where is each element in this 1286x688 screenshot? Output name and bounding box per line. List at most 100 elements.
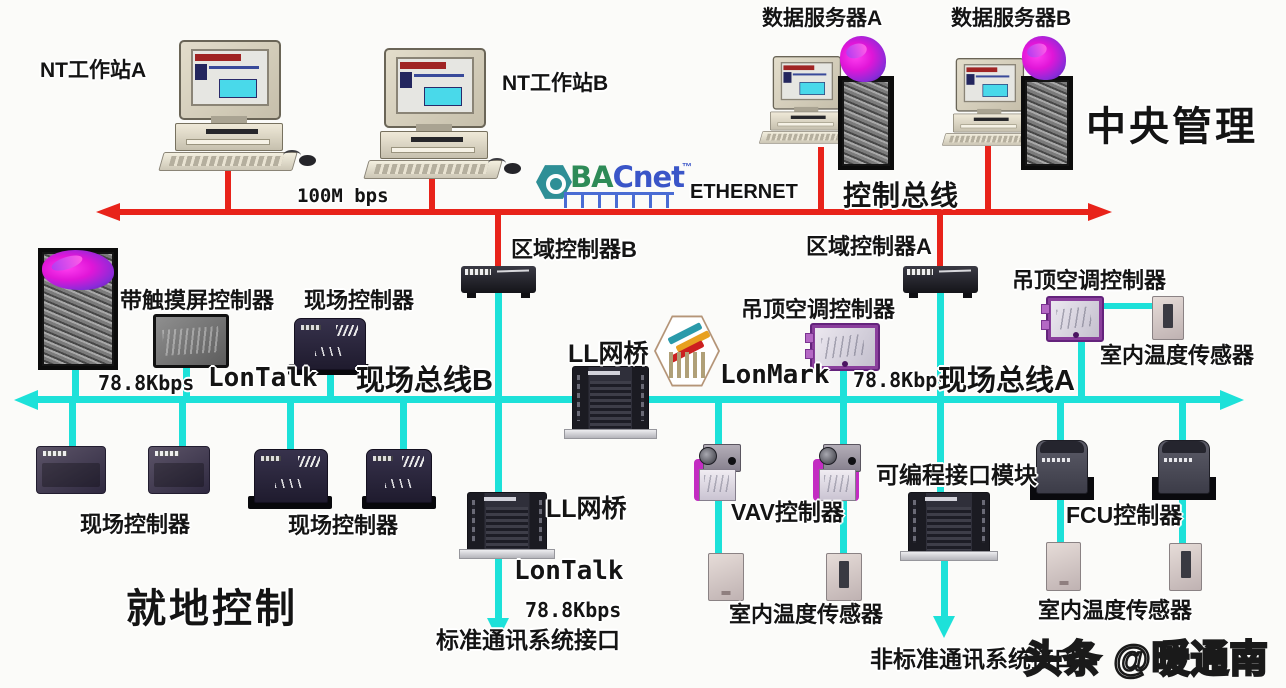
link-vav1-sensor	[715, 498, 722, 556]
link-fcu2-sensor	[1179, 490, 1186, 545]
arrow-nonstandard-if	[933, 616, 955, 638]
field-controller-4-device	[366, 449, 432, 503]
room-sensor-right-device	[1152, 296, 1184, 340]
vav-room-sensor-1-device	[708, 553, 744, 601]
touch-controller-panel	[153, 314, 229, 368]
bacnet-logo: BACnet ™	[536, 160, 696, 208]
label-standard-interface: 标准通讯系统接口	[436, 627, 620, 653]
drop-zone-controller-a	[937, 215, 943, 267]
link-zoneb-bridge2	[495, 293, 502, 493]
link-field-controller-top	[327, 371, 334, 398]
nt-workstation-a	[158, 40, 316, 172]
label-touch-controller: 带触摸屏控制器	[120, 288, 275, 313]
label-workstation-b: NT工作站B	[502, 72, 609, 95]
bacnet-network-icon	[564, 192, 674, 208]
label-speed-100m: 100M bps	[297, 185, 389, 207]
drop-workstation-a	[225, 164, 231, 209]
label-data-server-b: 数据服务器B	[951, 7, 1072, 30]
label-central-management: 中央管理	[1086, 105, 1258, 149]
link-vav2-sensor	[840, 500, 847, 556]
label-control-bus: 控制总线	[843, 180, 960, 211]
keyboard	[158, 152, 298, 171]
field-controller-top-device	[294, 318, 366, 370]
keyboard	[363, 160, 503, 179]
desktop-unit	[380, 131, 488, 159]
arrow-line-standard-if	[495, 553, 502, 621]
ll-bridge-1-device	[564, 366, 657, 439]
drop-server-a	[818, 147, 824, 209]
label-nonstandard-interface: 非标准通讯系统接口	[870, 646, 1077, 672]
vav-controller-1-device	[694, 444, 741, 501]
data-server-b-computer	[941, 58, 1046, 146]
label-workstation-a: NT工作站A	[40, 59, 147, 82]
drop-fcu-2	[1179, 402, 1186, 442]
label-vav-controller: VAV控制器	[731, 499, 844, 525]
label-ll-bridge-1: LL网桥	[568, 340, 649, 368]
data-server-b-graphic	[1022, 36, 1066, 80]
label-speed-b: 78.8Kbps	[98, 371, 195, 395]
mouse	[283, 150, 316, 166]
link-ceilac-mid-vav2	[840, 366, 847, 446]
monitor-screen	[963, 64, 1017, 103]
field-bus-arrow-right	[1220, 390, 1244, 410]
nt-workstation-b	[363, 48, 521, 180]
label-ceiling-ac-mid: 吊顶空调控制器	[741, 297, 896, 322]
monitor	[772, 56, 842, 110]
monitor	[384, 48, 486, 128]
data-server-a-graphic	[840, 36, 886, 82]
fcu-room-sensor-2-device	[1169, 543, 1202, 591]
label-ethernet: ETHERNET	[690, 181, 798, 203]
control-bus-line	[118, 209, 1090, 215]
label-room-sensor-vav: 室内温度传感器	[729, 602, 884, 627]
label-speed-2: 78.8Kbps	[525, 598, 622, 622]
fcu-controller-2-device	[1158, 440, 1210, 494]
control-bus-arrow-left	[96, 203, 120, 221]
watermark: 头条 @暖通南社	[1023, 638, 1269, 683]
arrow-standard-if	[487, 618, 509, 640]
desktop-unit	[175, 123, 283, 151]
link-touch-panel	[183, 362, 190, 398]
label-field-controller-top: 现场控制器	[304, 288, 415, 313]
label-lonmark: LonMark	[720, 360, 830, 390]
touch-controller-graphic	[42, 250, 114, 290]
mouse	[488, 158, 521, 174]
label-field-controller-b2: 现场控制器	[288, 513, 399, 538]
monitor-screen	[396, 57, 474, 114]
field-controller-1-device	[36, 446, 106, 494]
programmable-module-device	[900, 492, 998, 561]
link-ceilac-right-sensor	[1100, 303, 1154, 309]
fcu-room-sensor-1-device	[1046, 542, 1081, 591]
label-lontalk-b: LonTalk	[208, 363, 318, 393]
monitor-screen	[191, 49, 269, 106]
vav-controller-2-device	[813, 444, 861, 501]
ceiling-ac-mid-device	[805, 323, 880, 371]
field-controller-3-device	[254, 449, 328, 503]
data-server-a-computer	[758, 56, 863, 144]
field-controller-2-device	[148, 446, 210, 494]
label-ll-bridge-2: LL网桥	[546, 495, 627, 523]
field-bus-arrow-left	[14, 390, 38, 410]
label-lontalk-2: LonTalk	[514, 556, 624, 586]
zone-controller-a-device	[903, 266, 978, 298]
control-bus-arrow-right	[1088, 203, 1112, 221]
label-field-bus-b: 现场总线B	[356, 365, 493, 397]
link-zonea-module	[937, 292, 944, 493]
drop-field-ctrl-4	[400, 402, 407, 451]
bacnet-text-cnet: Cnet	[612, 160, 685, 194]
drop-fcu-1	[1057, 402, 1064, 442]
arrow-line-nonstandard-if	[941, 553, 948, 619]
ll-bridge-2-device	[459, 492, 555, 559]
desktop-unit	[953, 113, 1026, 133]
label-field-bus-a: 现场总线A	[938, 365, 1075, 397]
link-touch-tower	[72, 360, 79, 398]
label-speed-a: 78.8Kbps	[853, 368, 950, 392]
label-fcu-controller: FCU控制器	[1066, 502, 1183, 528]
label-room-sensor-right: 室内温度传感器	[1100, 343, 1255, 368]
monitor	[955, 58, 1025, 112]
fcu-controller-1-device	[1036, 440, 1088, 494]
label-room-sensor-fcu: 室内温度传感器	[1038, 598, 1193, 623]
data-server-a-tower	[838, 76, 894, 170]
drop-workstation-b	[429, 170, 435, 209]
label-ceiling-ac-right: 吊顶空调控制器	[1012, 268, 1167, 293]
